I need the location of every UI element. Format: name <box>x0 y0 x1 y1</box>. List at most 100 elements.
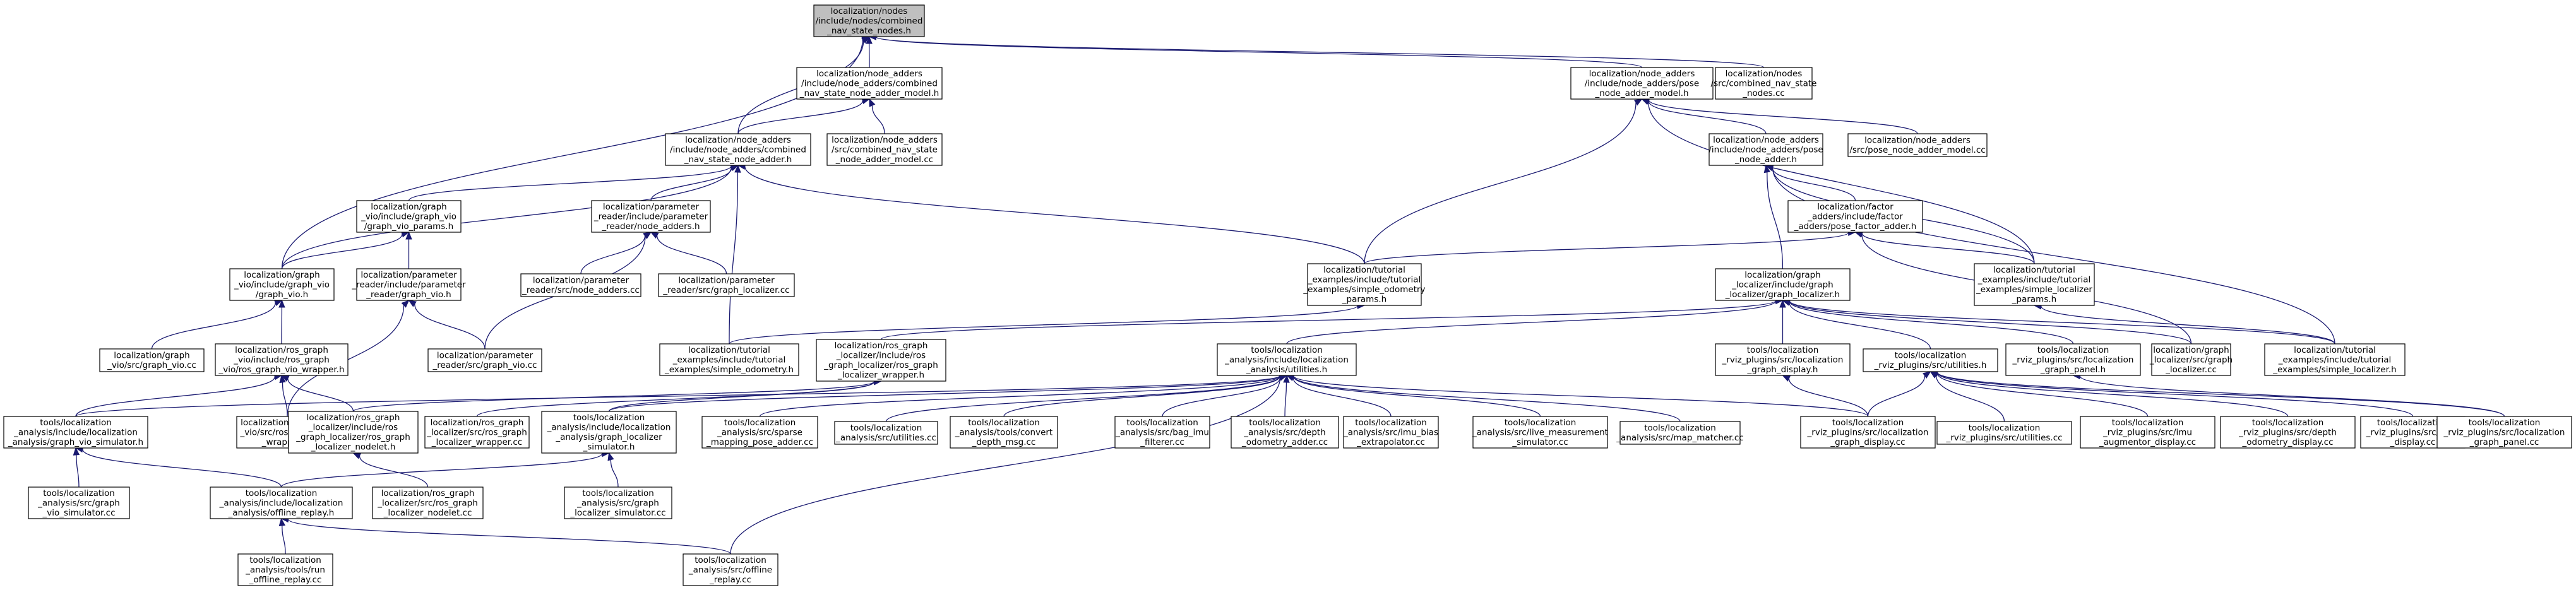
edge-line <box>1293 375 1869 417</box>
node-label-line: _analysis/tools/convert <box>955 427 1052 437</box>
node-label-line: _rviz_plugins/src/utilities.cc <box>1945 433 2062 443</box>
graph-node-live_meas_cc[interactable]: tools/localization_analysis/src/live_mea… <box>1472 416 1608 449</box>
graph-node-convert_cc[interactable]: tools/localization_analysis/tools/conver… <box>950 416 1058 449</box>
graph-node-rviz_gd_h[interactable]: tools/localization_rviz_plugins/src/loca… <box>1715 343 1851 376</box>
edge-line <box>2079 375 2505 417</box>
node-box <box>356 200 462 233</box>
edge-line <box>1647 102 2035 264</box>
graph-node-run_replay_cc[interactable]: tools/localization_analysis/tools/run_of… <box>237 553 333 586</box>
node-label-line: _reader/src/node_adders.cc <box>522 285 640 295</box>
edge-line <box>1772 167 1856 201</box>
graph-node-tut_so[interactable]: localization/tutorial_examples/include/t… <box>659 343 799 376</box>
node-label-line: tools/localization <box>2252 418 2324 428</box>
node-box <box>1307 263 1422 306</box>
node-label-line: _analysis/include/localization <box>547 423 671 433</box>
node-label-line: tools/localization <box>1832 418 1904 428</box>
node-label-line: _vio/include/ros_graph <box>233 355 330 365</box>
graph-node-pr_na_cc[interactable]: localization/parameter_reader/src/node_a… <box>520 273 641 297</box>
edge-tut_sop-to-pose_na_model <box>1364 98 1643 264</box>
node-box <box>237 553 333 586</box>
node-box <box>950 416 1058 449</box>
edge-gv_params-to-cnsna <box>408 163 739 201</box>
graph-node-utilities[interactable]: tools/localization_analysis/include/loca… <box>1217 343 1357 376</box>
graph-node-pose_na_model[interactable]: localization/node_adders/include/node_ad… <box>1570 67 1714 100</box>
node-label-line: tools/localization <box>582 488 654 498</box>
graph-node-rgl_wrapper[interactable]: localization/ros_graph_localizer/include… <box>816 339 946 382</box>
graph-node-offline_replay_cc[interactable]: tools/localization_analysis/src/offline_… <box>683 553 778 586</box>
graph-node-rgl_wrapper_cc[interactable]: localization/ros_graph_localizer/src/ros… <box>424 416 530 449</box>
graph-node-rgl_nodelet_cc[interactable]: localization/ros_graph_localizer/src/ros… <box>372 486 484 519</box>
graph-node-map_matcher_cc[interactable]: tools/localization_analysis/src/map_matc… <box>1616 421 1744 445</box>
graph-node-pose_fa[interactable]: localization/factor_adders/include/facto… <box>1787 200 1923 233</box>
edge-line <box>414 303 486 350</box>
graph-node-cnsna[interactable]: localization/node_adders/include/node_ad… <box>665 133 811 166</box>
graph-node-root[interactable]: localization/nodes/include/nodes/combine… <box>813 4 925 37</box>
graph-node-cnsna_model[interactable]: localization/node_adders/include/node_ad… <box>796 67 943 100</box>
node-label-line: localization/parameter <box>533 276 629 286</box>
graph-node-rviz_util_h[interactable]: tools/localization_rviz_plugins/src/util… <box>1863 348 1998 372</box>
edge-pr_na_cc-to-pr_na <box>580 232 652 274</box>
node-label-line: /include/node_adders/combined <box>670 144 806 155</box>
node-box <box>1787 200 1923 233</box>
graph-node-smpa_cc[interactable]: tools/localization_analysis/src/sparse_m… <box>701 416 818 449</box>
graph-node-graph_vio[interactable]: localization/graph_vio/include/graph_vio… <box>229 268 335 301</box>
edge-arrowhead <box>734 164 741 173</box>
node-label-line: _examples/include/tutorial <box>1308 275 1421 285</box>
node-box <box>701 416 818 449</box>
graph-node-bag_imu_cc[interactable]: tools/localization_analysis/src/bag_imu_… <box>1114 416 1210 449</box>
edge-gl-to-pose_na <box>1763 164 1784 269</box>
edge-rviz_util_h-to-gl <box>1782 299 1931 350</box>
node-label-line: localization/parameter <box>437 351 534 361</box>
graph-node-rviz_depth_cc[interactable]: tools/localization_rviz_plugins/src/dept… <box>2220 416 2356 449</box>
graph-node-glsim_h[interactable]: tools/localization_analysis/include/loca… <box>541 411 677 454</box>
node-label-line: localization/ros_graph <box>431 418 524 428</box>
graph-node-tut_sop[interactable]: localization/tutorial_examples/include/t… <box>1303 263 1426 306</box>
graph-node-rviz_gp_h[interactable]: tools/localization_rviz_plugins/src/loca… <box>2005 343 2141 376</box>
graph-node-pr_na[interactable]: localization/parameter_reader/include/pa… <box>591 200 711 233</box>
graph-node-pose_na_model_cc[interactable]: localization/node_adders/src/pose_node_a… <box>1847 133 1988 157</box>
node-box <box>1231 416 1339 449</box>
node-box <box>1343 416 1439 449</box>
edge-line <box>281 233 403 269</box>
graph-node-cns_nodes_cc[interactable]: localization/nodes/src/combined_nav_stat… <box>1711 67 1817 100</box>
graph-node-rgv_wrapper[interactable]: localization/ros_graph_vio/include/ros_g… <box>215 343 349 376</box>
graph-node-gvsim_cc[interactable]: tools/localization_analysis/src/graph_vi… <box>28 486 130 519</box>
graph-node-rviz_imu_cc[interactable]: tools/localization_rviz_plugins/src/imu_… <box>2080 416 2215 449</box>
graph-node-gl[interactable]: localization/graph_localizer/include/gra… <box>1715 268 1851 301</box>
graph-node-pr_gl_cc[interactable]: localization/parameter_reader/src/graph_… <box>658 273 795 297</box>
graph-node-depth_odom_cc[interactable]: tools/localization_analysis/src/depth_od… <box>1231 416 1339 449</box>
graph-node-gl_cc[interactable]: localization/graph_localizer/src/graph_l… <box>2149 343 2233 376</box>
graph-node-rviz_gp_cc[interactable]: tools/localization_rviz_plugins/src/loca… <box>2436 416 2572 449</box>
edge-rviz_gd_cc-to-rviz_util_h <box>1867 371 1931 417</box>
node-label-line: tools/localization <box>40 418 112 428</box>
graph-node-gvsim_h[interactable]: tools/localization_analysis/include/loca… <box>3 416 148 449</box>
graph-node-pr_gv_cc[interactable]: localization/parameter_reader/src/graph_… <box>427 348 542 372</box>
edge-run_replay_cc-to-offline_replay_h <box>278 517 286 555</box>
node-label-line: tools/localization <box>968 418 1040 428</box>
graph-node-tut_sl[interactable]: localization/tutorial_examples/include/t… <box>2264 343 2406 376</box>
graph-node-pose_na[interactable]: localization/node_adders/include/node_ad… <box>1708 133 1823 166</box>
graph-node-rviz_util_cc[interactable]: tools/localization_rviz_plugins/src/util… <box>1936 421 2072 445</box>
node-label-line: _reader/graph_vio.h <box>366 290 451 300</box>
graph-node-glsim_cc[interactable]: tools/localization_analysis/src/graph_lo… <box>564 486 672 519</box>
graph-node-offline_replay_h[interactable]: tools/localization_analysis/include/loca… <box>210 486 353 519</box>
graph-node-rviz_gd_cc[interactable]: tools/localization_rviz_plugins/src/loca… <box>1800 416 1936 449</box>
edge-rviz_gd_h-to-gl <box>1779 299 1786 344</box>
edge-line <box>729 172 739 345</box>
graph-node-rgl_nodelet_h[interactable]: localization/ros_graph_localizer/include… <box>288 411 419 454</box>
node-box <box>1715 343 1851 376</box>
graph-node-util_cc[interactable]: tools/localization_analysis/src/utilitie… <box>834 421 938 445</box>
node-label-line: /src/combined_nav_state <box>1711 78 1817 88</box>
graph-node-gv_params[interactable]: localization/graph_vio/include/graph_vio… <box>356 200 462 233</box>
graph-node-gv_cc[interactable]: localization/graph_vio/src/graph_vio.cc <box>99 348 205 372</box>
edge-line <box>1936 373 2149 417</box>
graph-node-pr_gv[interactable]: localization/parameter_reader/include/pa… <box>351 268 466 301</box>
node-label-line: _graph_panel.h <box>2040 365 2106 375</box>
edge-line <box>1293 376 1681 422</box>
node-label-line: _rviz_plugins/src/localization <box>1722 355 1844 365</box>
node-label-line: localization/nodes <box>1726 69 1803 79</box>
graph-node-imu_bias_cc[interactable]: tools/localization_analysis/src/imu_bias… <box>1343 416 1439 449</box>
graph-node-cnsna_model_cc[interactable]: localization/node_adders/src/combined_na… <box>826 133 943 166</box>
graph-node-tut_slp[interactable]: localization/tutorial_examples/include/t… <box>1974 263 2095 306</box>
node-label-line: tools/localization <box>1355 418 1427 428</box>
